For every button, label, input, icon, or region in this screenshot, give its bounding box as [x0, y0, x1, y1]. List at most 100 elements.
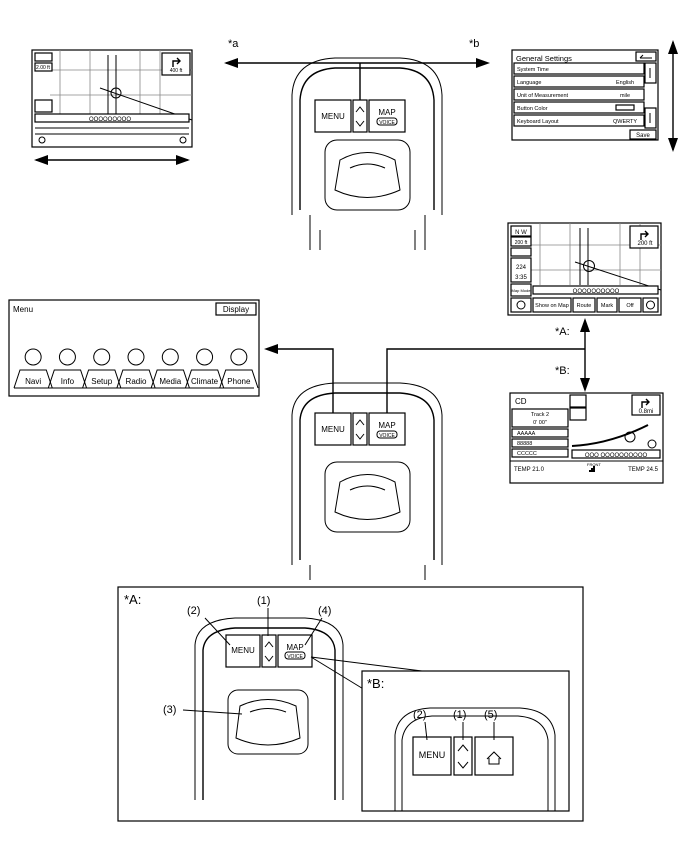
label-b: *b [469, 38, 479, 50]
menu-button-inset: MENU [231, 646, 255, 655]
map-action-label: Route [577, 303, 592, 309]
menu-title: Menu [13, 305, 33, 314]
speed-a: 224 [516, 265, 527, 271]
audio-row-1: AAAAA [517, 431, 536, 437]
voice-label-mid: VOICE [379, 433, 395, 439]
audio-screen: CD Track 2 0' 00" AAAAA 88888 CCCCC 0.8m… [509, 392, 664, 484]
callout-3: (3) [163, 704, 176, 716]
callout-4: (4) [318, 605, 331, 617]
temp-left: TEMP 21.0 [514, 467, 545, 473]
settings-row-value: mile [620, 93, 630, 99]
zoom-out-icon [646, 300, 655, 310]
map-mode-right: Map Mode [512, 288, 532, 293]
callout-1b: (1) [453, 709, 466, 721]
map-button-top: MAP [378, 108, 395, 117]
map-action-button [532, 297, 572, 313]
settings-row [513, 62, 645, 75]
callout-5: (5) [484, 709, 497, 721]
menu-item-icon [58, 348, 76, 366]
voice-label-inset: VOICE [287, 654, 303, 660]
menu-item-icon [24, 348, 42, 366]
menu-item-icon [161, 348, 179, 366]
inset-label-A: *A: [124, 592, 141, 607]
compass-right: N W [515, 230, 527, 236]
settings-row-label: Keyboard Layout [517, 119, 559, 125]
settings-title: General Settings [516, 54, 572, 63]
dist-right: 200 ft [637, 241, 652, 247]
menu-item-icon [196, 348, 214, 366]
map-screen-right: N W 200 ft 224 3:35 200 ft Map Mode OOOO… [507, 222, 662, 316]
label-a: *a [228, 38, 239, 50]
audio-dist: 0.8mi [639, 409, 654, 415]
map-button-mid: MAP [378, 421, 395, 430]
menu-tab [219, 369, 259, 389]
menu-tab [116, 369, 156, 389]
settings-row [513, 88, 645, 101]
settings-row-label: Unit of Measurement [517, 93, 569, 99]
dist-small: 400 ft [170, 68, 183, 74]
settings-row-label: Language [517, 80, 541, 86]
scale-right: 200 ft [515, 240, 528, 246]
speed-b: 3:35 [515, 275, 527, 281]
voice-label-top: VOICE [379, 120, 395, 126]
settings-row-value: QWERTY [613, 119, 637, 125]
temp-right: TEMP 24.5 [628, 467, 659, 473]
scale-small: 2.00 ft [36, 65, 51, 71]
audio-row-2: 88888 [517, 441, 532, 447]
settings-row-value: English [616, 80, 634, 86]
menu-button-mid: MENU [321, 425, 345, 434]
audio-address: OOO OOOOOOOOOO [585, 453, 648, 459]
map-action-label: Mark [601, 303, 613, 309]
menu-item-icon [127, 348, 145, 366]
address-small: OOOOOOOOO [89, 117, 131, 123]
menu-item-label: Radio [126, 377, 147, 386]
callout-2b: (2) [413, 709, 426, 721]
save-label: Save [636, 133, 650, 139]
arrow-left-right [34, 155, 190, 165]
map-action-button [572, 297, 596, 313]
display-button: Display [223, 305, 249, 314]
menu-screen: Menu Display Navi Info Setup Radio Media Clim… [8, 299, 260, 397]
home-icon [486, 751, 502, 765]
address-right: OOOOOOOOOO [573, 289, 620, 295]
arrow-top: *a *b [224, 38, 490, 100]
audio-time: 0' 00" [533, 420, 547, 426]
menu-item-label: Info [61, 377, 75, 386]
front-label: FRONT [587, 462, 601, 467]
label-A: *A: [555, 326, 570, 338]
map-screen-small: 2.00 ft 400 ft OOOOOOOOO [31, 49, 193, 148]
menu-item-label: Navi [25, 377, 41, 386]
settings-row-label: System Time [517, 67, 549, 73]
menu-button-b: MENU [419, 750, 446, 760]
map-action-button [618, 297, 642, 313]
menu-item-icon [93, 348, 111, 366]
zoom-in-button [510, 297, 532, 313]
map-action-button [596, 297, 618, 313]
audio-source: CD [515, 397, 527, 406]
menu-item-label: Media [159, 377, 181, 386]
map-action-label: Show on Map [535, 303, 569, 309]
settings-row [513, 114, 645, 127]
map-button-inset: MAP [286, 643, 303, 652]
menu-tab [13, 369, 53, 389]
settings-row [513, 75, 645, 88]
arrows-middle: *A: *B: [264, 318, 590, 413]
zoom-in-icon [516, 300, 526, 310]
menu-item-icon [230, 348, 248, 366]
menu-item-label: Setup [91, 377, 112, 386]
label-B: *B: [555, 365, 570, 377]
console-middle: MENU MAP VOICE [291, 382, 443, 580]
console-top: MENU MAP VOICE [291, 57, 443, 250]
menu-item-label: Climate [191, 377, 219, 386]
arrow-vertical-right [668, 40, 678, 152]
menu-tab [82, 369, 122, 389]
menu-tab [47, 369, 88, 389]
inset-detail: *A: MENU MAP VOICE (2) (1) (4) (3) *B: [117, 586, 584, 822]
settings-row [513, 101, 645, 114]
callout-2a: (2) [187, 605, 200, 617]
settings-row-label: Button Color [517, 106, 548, 112]
audio-row-3: CCCCC [517, 451, 537, 457]
inset-label-B: *B: [367, 676, 384, 691]
